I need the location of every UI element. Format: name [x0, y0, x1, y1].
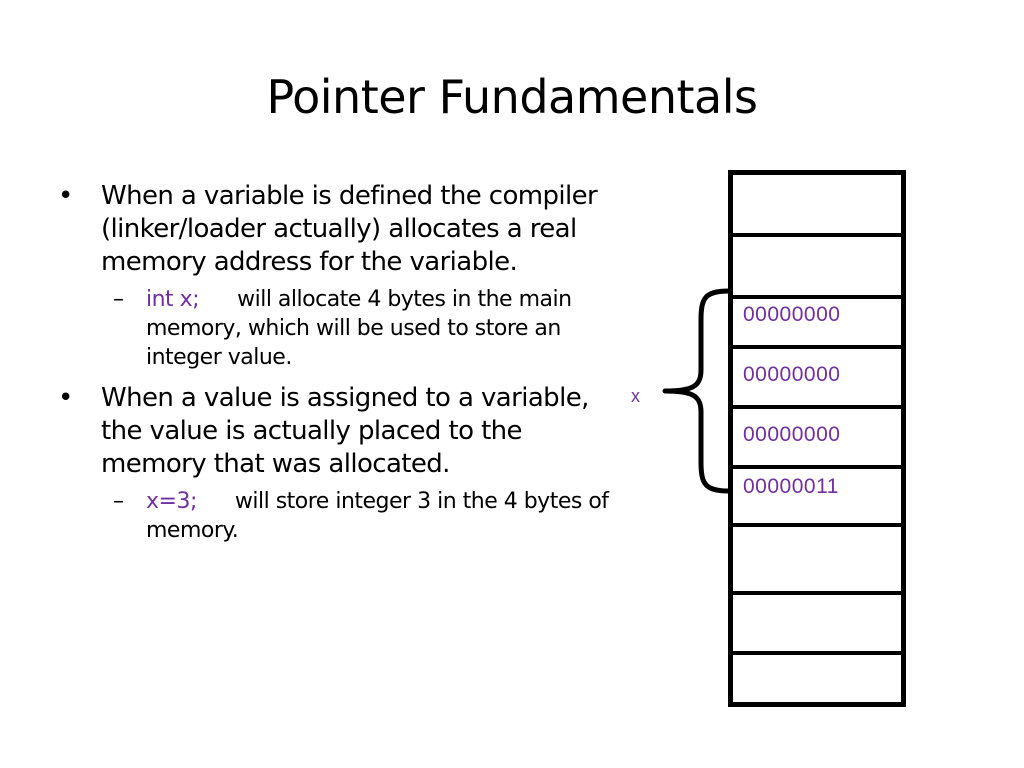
memory-cell: [733, 233, 901, 295]
memory-cell-value: 00000000: [743, 303, 841, 326]
bullet-glyph: •: [58, 181, 73, 211]
sub-bullet-item-2: – x=3;will store integer 3 in the 4 byte…: [58, 487, 618, 545]
code-snippet: x=3;: [146, 489, 197, 514]
memory-cell-value: 00000000: [743, 423, 841, 446]
memory-cell-value: 00000011: [743, 475, 839, 498]
bullet-text: When a value is assigned to a variable, …: [101, 383, 589, 479]
memory-cell: [733, 405, 901, 465]
slide-title: Pointer Fundamentals: [266, 70, 758, 124]
bullet-item-1: • When a variable is defined the compile…: [58, 180, 618, 279]
variable-label: x: [631, 386, 640, 406]
memory-cell: [733, 465, 901, 523]
code-snippet: int x;: [146, 287, 200, 312]
memory-diagram: 00000000 00000000 00000000 00000011: [728, 170, 906, 707]
memory-cell: [733, 523, 901, 591]
bullet-glyph: •: [58, 383, 73, 413]
memory-cell: [733, 651, 901, 702]
memory-cell: [733, 345, 901, 405]
bullet-item-2: • When a value is assigned to a variable…: [58, 382, 618, 481]
dash-glyph: –: [113, 489, 124, 514]
bullet-list: • When a variable is defined the compile…: [58, 180, 618, 555]
dash-glyph: –: [113, 287, 124, 312]
sub-bullet-item-1: – int x;will allocate 4 bytes in the mai…: [58, 285, 618, 372]
sub-bullet-text: will allocate 4 bytes in the main memory…: [146, 287, 572, 370]
memory-cell: [733, 175, 901, 233]
memory-cell: [733, 591, 901, 651]
bullet-text: When a variable is defined the compiler …: [101, 181, 598, 277]
curly-brace-icon: [662, 288, 732, 494]
sub-bullet-text: will store integer 3 in the 4 bytes of m…: [146, 489, 609, 543]
memory-cell: [733, 295, 901, 345]
memory-cell-value: 00000000: [743, 363, 841, 386]
